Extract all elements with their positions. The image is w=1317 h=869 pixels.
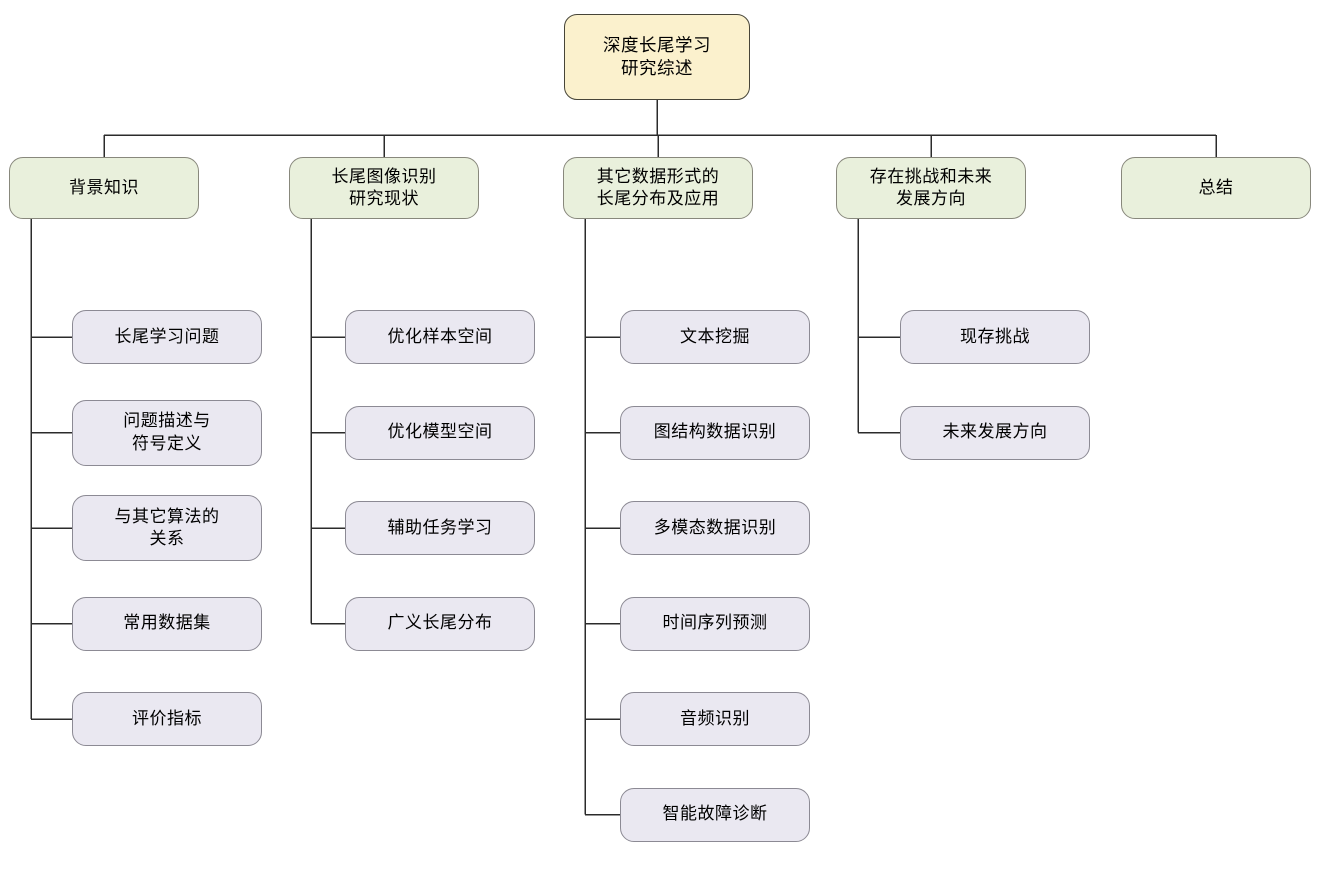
node-label-line: 评价指标 <box>132 708 202 728</box>
node-label-line: 长尾学习问题 <box>114 326 220 346</box>
node-intelligent-fault-diagnosis: 智能故障诊断 <box>620 787 810 842</box>
node-label-line: 未来发展方向 <box>942 422 1048 442</box>
node-label-line: 符号定义 <box>132 433 202 453</box>
node-time-series-forecasting: 时间序列预测 <box>620 596 810 651</box>
node-label-line: 常用数据集 <box>123 613 211 633</box>
node-longtail-image-recognition-status: 长尾图像识别研究现状 <box>289 157 479 219</box>
node-background-knowledge: 背景知识 <box>9 157 199 219</box>
node-label-line: 背景知识 <box>69 177 139 197</box>
node-label-line: 深度长尾学习 <box>603 34 711 55</box>
node-relation-to-other-algorithms: 与其它算法的关系 <box>72 495 262 561</box>
node-label-line: 关系 <box>149 529 185 548</box>
node-label-line: 时间序列预测 <box>662 613 768 633</box>
node-label-line: 研究综述 <box>621 58 693 78</box>
node-optimize-model-space: 优化模型空间 <box>345 405 535 460</box>
node-multimodal-data-recognition: 多模态数据识别 <box>620 501 810 555</box>
node-label-line: 多模态数据识别 <box>653 517 777 537</box>
node-label-line: 长尾分布及应用 <box>596 189 720 208</box>
node-label-line: 总结 <box>1198 177 1234 197</box>
node-label-line: 现存挑战 <box>960 326 1030 346</box>
node-label-line: 图结构数据识别 <box>653 422 777 442</box>
node-auxiliary-task-learning: 辅助任务学习 <box>345 501 535 555</box>
node-label-line: 优化样本空间 <box>387 326 493 346</box>
node-future-directions: 未来发展方向 <box>900 405 1090 460</box>
node-label-line: 音频识别 <box>680 708 750 728</box>
node-label-line: 优化模型空间 <box>387 422 493 442</box>
node-label-line: 存在挑战和未来 <box>869 166 993 186</box>
node-other-data-forms-applications: 其它数据形式的长尾分布及应用 <box>563 157 753 219</box>
node-label-line: 辅助任务学习 <box>387 517 493 537</box>
node-label-line: 长尾图像识别 <box>331 166 437 186</box>
node-root: 深度长尾学习研究综述 <box>564 14 750 100</box>
node-audio-recognition: 音频识别 <box>620 692 810 746</box>
node-existing-challenges: 现存挑战 <box>900 310 1090 364</box>
node-longtail-learning-problem: 长尾学习问题 <box>72 310 262 364</box>
node-label-line: 智能故障诊断 <box>662 804 768 824</box>
node-label-line: 其它数据形式的 <box>596 166 720 186</box>
node-label-line: 广义长尾分布 <box>387 613 493 633</box>
node-text-mining: 文本挖掘 <box>620 310 810 364</box>
node-summary: 总结 <box>1121 157 1311 219</box>
node-generalized-longtail-distribution: 广义长尾分布 <box>345 596 535 651</box>
node-label-line: 文本挖掘 <box>680 326 750 346</box>
node-evaluation-metrics: 评价指标 <box>72 692 262 746</box>
node-optimize-sample-space: 优化样本空间 <box>345 310 535 364</box>
node-label-line: 问题描述与 <box>123 411 211 431</box>
node-label-line: 与其它算法的 <box>114 506 220 526</box>
node-label-line: 研究现状 <box>349 189 419 208</box>
node-graph-structured-data-recognition: 图结构数据识别 <box>620 405 810 460</box>
node-label-line: 发展方向 <box>896 189 966 208</box>
node-challenges-and-future: 存在挑战和未来发展方向 <box>836 157 1026 219</box>
node-problem-description-notation: 问题描述与符号定义 <box>72 399 262 466</box>
node-common-datasets: 常用数据集 <box>72 596 262 651</box>
